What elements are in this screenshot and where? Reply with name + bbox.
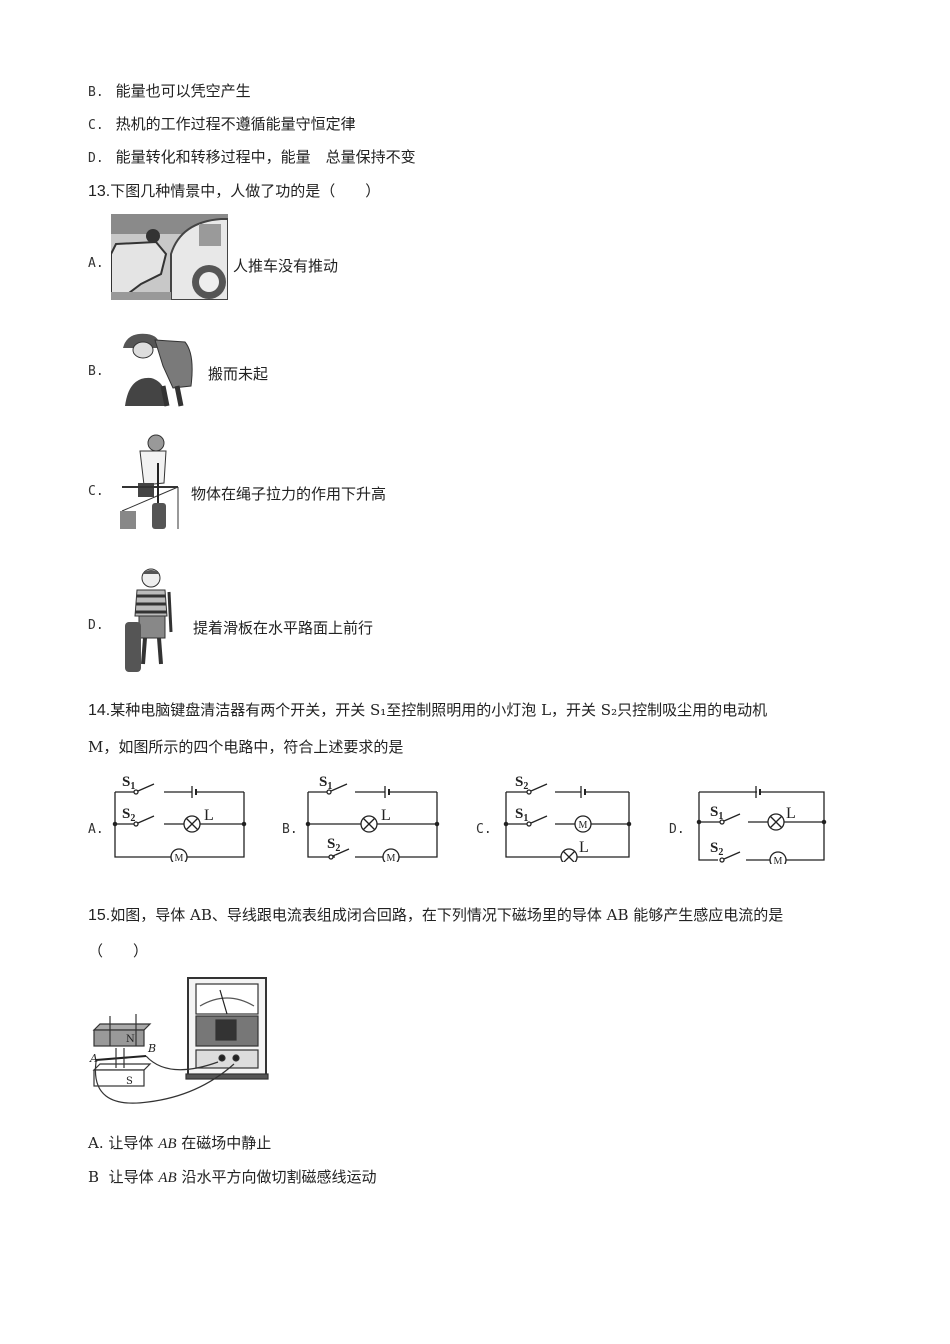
option-text: 能量转化和转移过程中，能量 总量保持不变 — [115, 148, 416, 166]
q12-option-c: C. 热机的工作过程不遵循能量守恒定律 — [88, 114, 356, 136]
option-letter: C. — [88, 484, 104, 499]
option-letter: D. — [669, 822, 685, 837]
person-pushing-car-image — [111, 214, 228, 300]
option-letter: B. — [88, 364, 104, 379]
option-letter: B. — [282, 822, 298, 837]
circuit-diagram-d: M S1 S2 L — [696, 782, 828, 869]
svg-text:S2: S2 — [327, 836, 340, 854]
question-text: M，如图所示的四个电路中，符合上述要求的是 — [88, 738, 404, 756]
option-text: 热机的工作过程不遵循能量守恒定律 — [115, 115, 356, 133]
option-letter: D. — [88, 151, 104, 166]
svg-text:S2: S2 — [515, 774, 528, 792]
option-letter: A. — [88, 256, 104, 271]
q15-stem-line-2: （ ） — [88, 941, 148, 961]
boy-carrying-skateboard-image — [123, 566, 175, 676]
circuit-diagram-a: M S1 S2 L — [112, 772, 247, 866]
q14-stem-line-2: M，如图所示的四个电路中，符合上述要求的是 — [88, 737, 403, 757]
svg-text:S: S — [126, 1076, 133, 1087]
q12-option-b: B. 能量也可以凭空产生 — [88, 81, 251, 103]
person-pulling-rope-image — [118, 433, 181, 530]
svg-text:M: M — [774, 856, 783, 864]
option-letter: C. — [88, 118, 104, 133]
question-number: 14. — [88, 702, 111, 719]
svg-text:S2: S2 — [122, 806, 135, 824]
question-number: 13. — [88, 183, 111, 200]
q13-stem: 13.下图几种情景中，人做了功的是（ ） — [88, 181, 380, 202]
question-number: 15. — [88, 907, 111, 924]
galvanometer-magnet-figure: N S A B — [88, 970, 273, 1110]
svg-text:S1: S1 — [515, 806, 528, 824]
option-text-italic: AB — [158, 1136, 177, 1152]
option-text-pre: 让导体 — [108, 1168, 154, 1186]
option-text-italic: AB — [158, 1170, 177, 1186]
svg-text:S1: S1 — [122, 774, 135, 792]
svg-text:M: M — [387, 853, 396, 862]
person-lifting-rock-image — [115, 326, 201, 408]
q15-option-b: B 让导体 AB 沿水平方向做切割磁感线运动 — [88, 1167, 377, 1188]
option-letter: D. — [88, 618, 104, 633]
q15-stem-line-1: 15.如图，导体 AB、导线跟电流表组成闭合回路，在下列情况下磁场里的导体 AB… — [88, 905, 783, 926]
svg-text:M: M — [579, 820, 588, 831]
answer-blank: （ ） — [88, 942, 149, 960]
option-caption: 搬而未起 — [208, 365, 269, 383]
option-text-post: 在磁场中静止 — [181, 1134, 272, 1152]
option-letter: A. — [88, 1134, 104, 1152]
q12-option-d: D. 能量转化和转移过程中，能量 总量保持不变 — [88, 147, 416, 169]
circuit-diagram-b: M S1 S2 L — [305, 772, 440, 866]
option-letter: C. — [476, 822, 492, 837]
option-caption: 物体在绳子拉力的作用下升高 — [191, 485, 387, 503]
svg-text:S1: S1 — [710, 804, 723, 822]
question-text: 下图几种情景中，人做了功的是（ ） — [110, 182, 381, 200]
svg-text:A: A — [89, 1052, 98, 1065]
circuit-diagram-c: M S2 S1 L — [503, 772, 633, 866]
option-text: 能量也可以凭空产生 — [115, 82, 251, 100]
question-text: 某种电脑键盘清洁器有两个开关，开关 S₁至控制照明用的小灯泡 L，开关 S₂只控… — [110, 701, 768, 719]
q14-stem-line-1: 14.某种电脑键盘清洁器有两个开关，开关 S₁至控制照明用的小灯泡 L，开关 S… — [88, 700, 767, 721]
svg-text:M: M — [175, 853, 184, 862]
question-text: 如图，导体 AB、导线跟电流表组成闭合回路，在下列情况下磁场里的导体 AB 能够… — [110, 906, 784, 924]
option-letter: B — [88, 1168, 100, 1186]
svg-text:S2: S2 — [710, 840, 723, 858]
svg-text:N: N — [126, 1034, 135, 1045]
option-text-post: 沿水平方向做切割磁感线运动 — [181, 1168, 377, 1186]
option-letter: A. — [88, 822, 104, 837]
svg-text:L: L — [786, 805, 796, 822]
svg-text:L: L — [204, 807, 214, 824]
svg-text:S1: S1 — [319, 774, 332, 792]
svg-text:B: B — [147, 1042, 156, 1055]
svg-text:L: L — [381, 807, 391, 824]
q15-option-a: A. 让导体 AB 在磁场中静止 — [88, 1133, 271, 1154]
svg-text:L: L — [579, 839, 589, 856]
option-letter: B. — [88, 85, 104, 100]
option-caption: 人推车没有推动 — [233, 257, 339, 275]
option-text-pre: 让导体 — [108, 1134, 154, 1152]
option-caption: 提着滑板在水平路面上前行 — [193, 619, 374, 637]
